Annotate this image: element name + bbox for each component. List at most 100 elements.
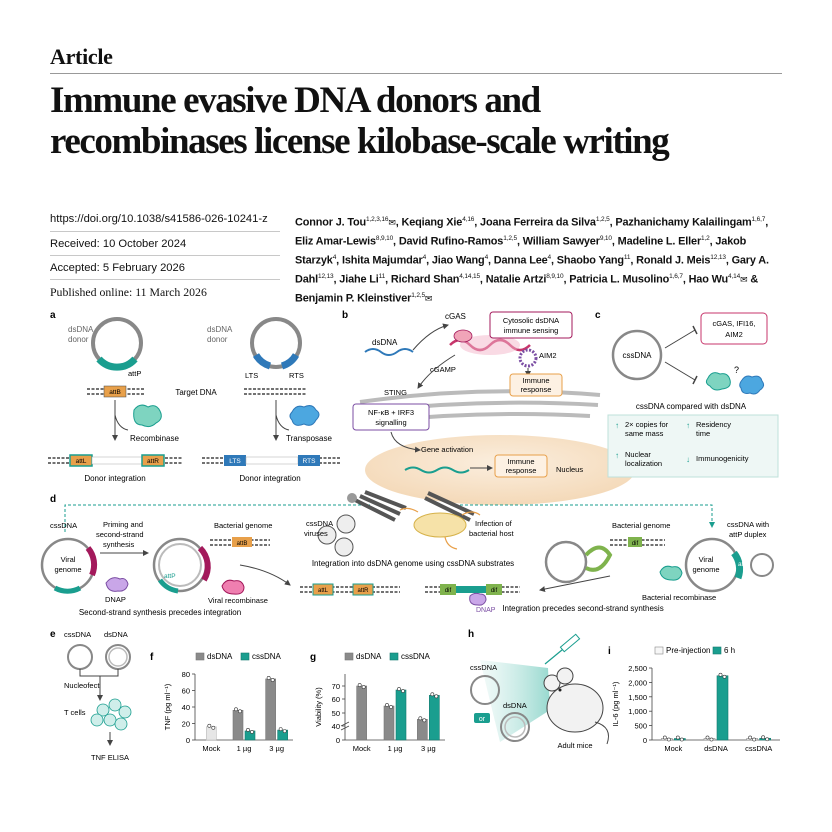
svg-text:dsDNA: dsDNA [104,630,128,639]
svg-text:same mass: same mass [625,429,664,438]
label: dsDNA [68,325,94,334]
author-name[interactable]: Richard Shan [390,273,460,286]
svg-text:synthesis: synthesis [103,540,135,549]
svg-text:attR: attR [147,458,159,465]
bar [232,709,244,741]
svg-text:cssDNA with: cssDNA with [727,520,769,529]
svg-text:dsDNA: dsDNA [503,701,527,710]
x-tick-label: Mock [202,744,220,753]
label: ? [734,365,739,375]
svg-text:RTS: RTS [303,458,317,465]
author-name[interactable]: Jiao Wang [431,254,485,267]
affiliation: 1,2,5 [503,234,517,242]
svg-text:genome: genome [54,565,81,574]
data-point [361,685,366,689]
panel-letter: i [608,646,611,657]
x-tick-label: 1 µg [388,744,403,753]
author-name[interactable]: Shaobo Yang [556,254,624,267]
author-name[interactable]: David Rufino-Ramos [398,235,504,248]
author-name[interactable]: Ronald J. Meis [636,254,711,267]
author-name[interactable]: Natalie Artzi [485,273,547,286]
mail-icon[interactable]: ✉ [740,274,748,285]
legend-swatch [195,652,205,661]
mail-icon[interactable]: ✉ [424,293,433,304]
data-point [401,689,405,693]
bacterial-genome-circle [544,540,588,584]
author-name[interactable]: Jakob Starzyk [295,235,747,267]
affiliation: 1,6,7 [751,216,766,223]
svg-text:attP: attP [738,561,750,568]
bar [356,685,367,741]
label: cssDNA [50,521,77,530]
y-tick-label: 20 [182,720,190,729]
y-tick-label: 2,000 [628,678,647,687]
legend-label: cssDNA [401,652,431,661]
svg-text:response: response [521,385,552,394]
label: LTS [245,371,258,380]
affiliation: 8,9,10 [546,272,564,280]
legend-label: cssDNA [252,652,282,661]
affiliation: 11 [623,253,631,261]
author-name[interactable]: Ishita Majumdar [341,254,423,267]
bar [206,726,217,741]
panel-b: b dsDNA cGAS Cytosolic dsDNA immune sens… [342,310,635,505]
svg-text:dif: dif [491,588,498,594]
plasmid [250,317,302,369]
author-name[interactable]: Eliz Amar-Lewis [295,235,376,248]
author-name[interactable]: Gary A. Dahl [295,254,769,286]
label: Recombinase [130,434,179,443]
up-arrow: ↑ [686,421,690,430]
author-name[interactable]: Danna Lee [493,254,548,267]
affiliation: 4,16 [462,216,475,223]
svg-text:Residency: Residency [696,420,731,429]
viral-recombinase-icon [221,579,245,595]
data-point [765,737,770,742]
y-tick-label: 1,000 [628,707,647,716]
bar [429,695,440,741]
panel-letter: g [310,652,316,663]
label: dsDNA [207,325,233,334]
author-name[interactable]: Hao Wu [688,273,729,286]
cssDNA-viruses [317,490,481,557]
author-name[interactable]: Benjamin P. Kleinstiver [295,292,412,305]
data-point [266,676,271,680]
svg-text:attL: attL [318,588,329,594]
author-name[interactable]: Pazhanichamy Kalailingam [615,216,752,229]
data-point [752,737,757,742]
svg-text:Nuclear: Nuclear [625,450,651,459]
affiliation: 4,14,15 [459,272,480,280]
author-name[interactable]: Joana Ferreira da Silva [480,216,596,229]
author-name[interactable]: Connor J. Tou [295,216,367,229]
data-point [207,723,212,728]
bar [395,689,407,741]
dnap-icon [105,577,129,592]
integrated-genome: attL attR dif dif DNAP [300,583,520,614]
svg-text:dif: dif [632,541,639,547]
axis-break [340,721,350,731]
article-title: Immune evasive DNA donors and recombinas… [50,80,790,162]
data-point [270,678,275,682]
legend-label: dsDNA [356,652,382,661]
author-name[interactable]: William Sawyer [522,235,600,248]
svg-text:response: response [506,466,537,475]
label: donor [68,335,89,344]
bacterial-recombinase-icon [659,565,683,581]
down-arrow: ↓ [686,455,690,464]
bar [759,737,771,741]
author-name[interactable]: Keqiang Xie [401,216,463,229]
author-name[interactable]: Madeline L. Eller [617,235,702,248]
dsDNA-circle [500,712,530,742]
author-name[interactable]: Jiahe Li [339,273,379,286]
chromatin-icon [404,466,470,474]
mail-icon[interactable]: ✉ [388,217,396,228]
svg-text:Infection of: Infection of [475,519,513,528]
affiliation: 8,9,10 [375,234,394,242]
bar [417,719,428,741]
y-tick-label: 0 [336,736,340,745]
doi-link[interactable]: https://doi.org/10.1038/s41586-026-10241… [50,213,268,225]
label: AIM2 [539,351,557,360]
svg-text:cssDNA: cssDNA [470,663,497,672]
author-name[interactable]: Patricia L. Musolino [569,273,670,286]
bar [674,738,686,741]
